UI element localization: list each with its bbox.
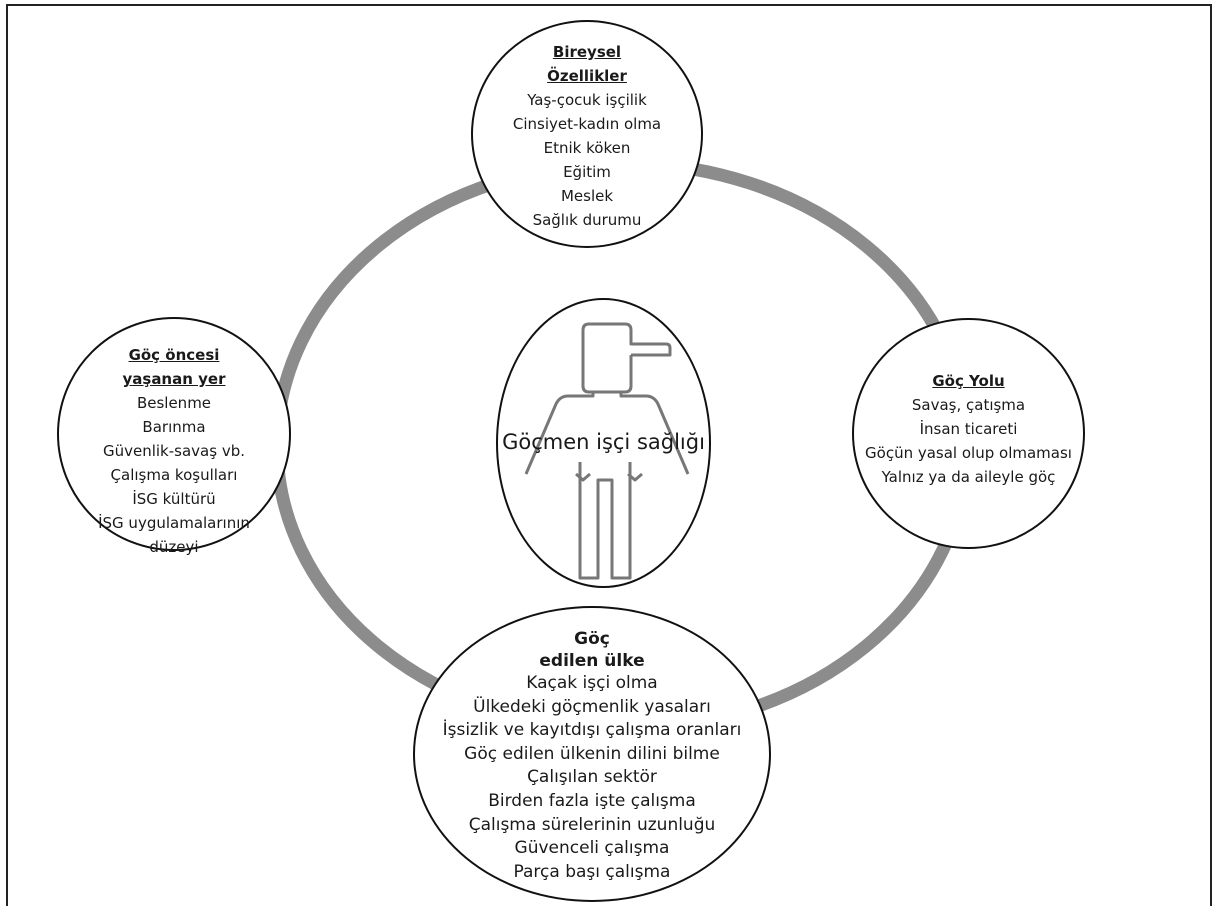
- migration-route-node: Göç Yolu Savaş, çatışma İnsan ticareti G…: [852, 318, 1085, 549]
- list-item: Savaş, çatışma: [911, 396, 1026, 414]
- list-item: Güvenlik-savaş vb.: [102, 442, 245, 460]
- destination-title-1: Göç: [574, 629, 610, 649]
- list-item: Etnik köken: [543, 139, 631, 157]
- list-item: Cinsiyet-kadın olma: [512, 115, 662, 133]
- list-item: Yalnız ya da aileyle göç: [881, 468, 1056, 486]
- list-item: Eğitim: [563, 163, 611, 181]
- pre-migration-place-node: Göç öncesi yaşanan yer Beslenme Barınma …: [57, 317, 291, 556]
- pre-migration-title-1: Göç öncesi: [128, 346, 220, 364]
- list-item: Beslenme: [136, 394, 212, 412]
- list-item: Çalışma sürelerinin uzunluğu: [468, 814, 716, 835]
- list-item: İnsan ticareti: [919, 420, 1018, 438]
- list-item: Meslek: [560, 187, 614, 205]
- worker-icon: [524, 322, 690, 580]
- diagram-frame: [6, 4, 1212, 906]
- list-item: Sağlık durumu: [532, 211, 642, 229]
- list-item: Birden fazla işte çalışma: [488, 790, 696, 811]
- individual-factors-title-2: Özellikler: [547, 67, 627, 85]
- individual-factors-title-1: Bireysel: [552, 43, 622, 61]
- list-item: İSG uygulamalarının: [98, 514, 250, 532]
- list-item: Göç edilen ülkenin dilini bilme: [464, 743, 720, 764]
- list-item: Göçün yasal olup olmaması: [865, 444, 1072, 462]
- destination-title-2: edilen ülke: [539, 651, 645, 671]
- destination-country-node: Göç edilen ülke Kaçak işçi olma Ülkedeki…: [413, 606, 771, 902]
- list-item: Ülkedeki göçmenlik yasaları: [473, 696, 711, 717]
- list-item: Kaçak işçi olma: [526, 673, 658, 693]
- list-item: Çalışılan sektör: [527, 767, 657, 788]
- list-item: düzeyi: [149, 538, 199, 556]
- pre-migration-title-2: yaşanan yer: [122, 370, 226, 388]
- list-item: İşsizlik ve kayıtdışı çalışma oranları: [442, 720, 742, 741]
- list-item: İSG kültürü: [132, 490, 216, 508]
- list-item: Çalışma koşulları: [110, 466, 238, 484]
- list-item: Yaş-çocuk işçilik: [527, 91, 647, 109]
- center-label: Göçmen işçi sağlığı: [502, 430, 705, 454]
- list-item: Barınma: [142, 418, 206, 436]
- list-item: Parça başı çalışma: [513, 861, 671, 882]
- list-item: Güvenceli çalışma: [514, 838, 670, 859]
- migrant-worker-health-node: Göçmen işçi sağlığı: [496, 298, 711, 588]
- individual-factors-node: Bireysel Özellikler Yaş-çocuk işçilik Ci…: [471, 20, 703, 248]
- migration-route-title: Göç Yolu: [932, 372, 1005, 390]
